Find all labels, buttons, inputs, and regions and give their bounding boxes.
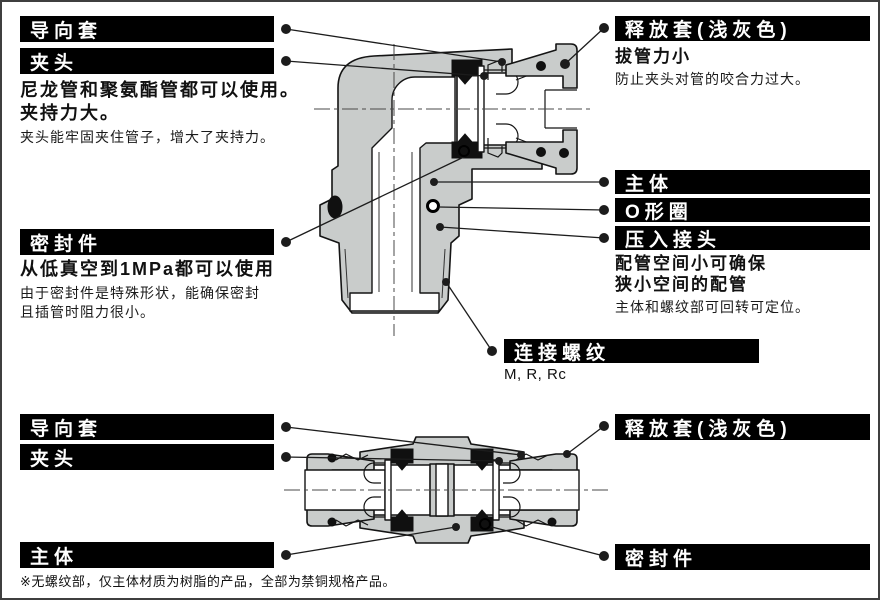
collet-note-small: 夹头能牢固夹住管子，增大了夹持力。 — [20, 129, 275, 145]
oring-icon — [426, 199, 440, 213]
seal-note-bold: 从低真空到1MPa都可以使用 — [20, 259, 276, 279]
label-stud: 压入接头 — [615, 226, 870, 250]
elbow-release-sleeve — [505, 43, 578, 175]
label-collet-bottom: 夹头 — [20, 444, 274, 470]
label-body-top: 主体 — [615, 170, 870, 194]
label-guide-sleeve-bottom: 导向套 — [20, 414, 274, 440]
union-fitting-drawing — [284, 436, 610, 544]
stud-note-bold-1: 配管空间小可确保 — [615, 254, 767, 273]
label-oring: O形圈 — [615, 198, 870, 222]
seal-note: 从低真空到1MPa都可以使用 由于密封件是特殊形状，能确保密封 且插管时阻力很小… — [20, 258, 350, 322]
thread-types: M, R, Rc — [504, 366, 567, 383]
stud-note-small: 主体和螺纹部可回转可定位。 — [615, 299, 810, 315]
stud-note: 配管空间小可确保 狭小空间的配管 主体和螺纹部可回转可定位。 — [615, 253, 875, 317]
collet-note: 尼龙管和聚氨酯管都可以使用。 夹持力大。 夹头能牢固夹住管子，增大了夹持力。 — [20, 79, 360, 147]
label-body-bottom: 主体 — [20, 542, 274, 568]
union-guide-sleeves — [335, 453, 549, 527]
leader-lines — [281, 23, 609, 561]
collet-note-bold-2: 夹持力大。 — [20, 103, 120, 123]
release-note-small: 防止夹头对管的咬合力过大。 — [615, 71, 810, 87]
label-thread: 连接螺纹 — [504, 339, 759, 363]
footer-note: ※无螺纹部，仅主体材质为树脂的产品，全部为禁铜规格产品。 — [20, 574, 396, 589]
label-guide-sleeve-top: 导向套 — [20, 16, 274, 42]
release-note: 拔管力小 防止夹头对管的咬合力过大。 — [615, 46, 875, 89]
seal-note-small-1: 由于密封件是特殊形状，能确保密封 — [20, 285, 260, 301]
release-note-bold: 拔管力小 — [615, 47, 691, 66]
seal-note-small-2: 且插管时阻力很小。 — [20, 304, 155, 320]
stud-note-bold-2: 狭小空间的配管 — [615, 275, 748, 294]
label-release-sleeve-bottom: 释放套(浅灰色) — [615, 414, 870, 440]
label-seal-top: 密封件 — [20, 229, 274, 255]
label-collet-top: 夹头 — [20, 48, 274, 74]
label-release-sleeve-top: 释放套(浅灰色) — [615, 16, 870, 41]
label-seal-bottom: 密封件 — [615, 544, 870, 570]
oring-left-section — [327, 195, 343, 219]
collet-note-bold-1: 尼龙管和聚氨酯管都可以使用。 — [20, 80, 300, 100]
elbow-bore — [349, 76, 456, 312]
